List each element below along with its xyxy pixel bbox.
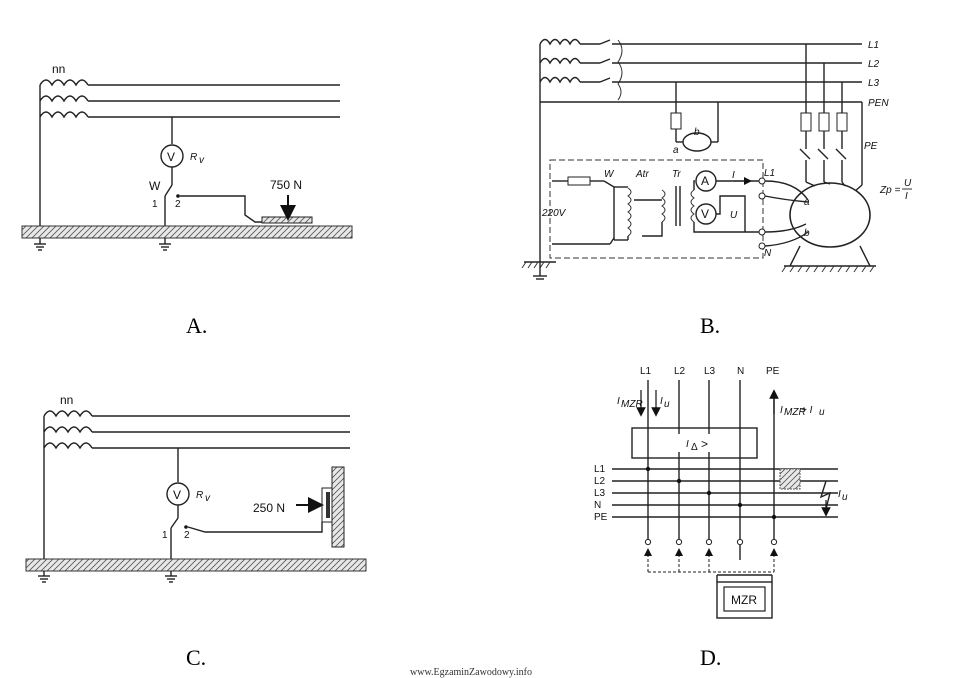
load-icon: [779, 468, 801, 490]
fault-sub: u: [842, 492, 848, 503]
force-label: 250 N: [253, 501, 285, 515]
ground-icon: [38, 571, 50, 583]
resistor-label: R: [190, 152, 197, 163]
voltmeter-symbol-b: V: [701, 207, 709, 221]
top-l2: L2: [674, 366, 686, 377]
switch-blade: [164, 184, 173, 197]
resistor-sub: v: [205, 493, 211, 504]
zp-label: Zp =: [879, 185, 900, 196]
current-i: I: [732, 170, 735, 181]
ground-icon: [165, 571, 177, 583]
line-pen: PEN: [868, 98, 889, 109]
line-l1: L1: [868, 40, 879, 51]
top-pe: PE: [766, 366, 780, 377]
floor: [21, 225, 353, 239]
top-n: N: [737, 366, 744, 377]
rcd-text: I: [686, 439, 689, 450]
transformer-coils: [39, 79, 340, 232]
panel-label-c: C.: [186, 645, 206, 670]
pos-1: 1: [162, 530, 168, 541]
pos-2: 2: [175, 199, 181, 210]
rcd-gt: >: [701, 437, 708, 451]
top-l3: L3: [704, 366, 716, 377]
panel-d: L1 L2 L3 N PE I MZR I u I MZR + I u I Δ …: [594, 366, 848, 670]
zp-num: U: [904, 178, 912, 189]
resistor-sub: v: [199, 155, 205, 166]
i-mzr: I: [617, 396, 620, 407]
i-u: I: [660, 396, 663, 407]
wall: [331, 466, 345, 548]
motor-icon: [789, 182, 871, 248]
voltage-label: 220V: [541, 208, 567, 219]
panel-label-b: B.: [700, 313, 720, 338]
fuse-icon: [836, 112, 848, 132]
pe-label: PE: [864, 141, 878, 152]
ground-icon: [34, 238, 46, 251]
pe-current-plus: + I: [801, 405, 813, 416]
pe-current-sub: MZR: [784, 407, 806, 418]
pos-2: 2: [184, 530, 190, 541]
bus-l1: L1: [594, 464, 606, 475]
volt-u: U: [730, 210, 738, 221]
panel-a: nn V R v W 1 2 750 N A: [21, 62, 353, 338]
footer-url: www.EgzaminZawodowy.info: [410, 667, 532, 678]
coil-label: nn: [60, 393, 73, 407]
i-mzr-sub: MZR: [621, 399, 643, 410]
panel-c: nn V R v 1 2 250 N C.: [25, 393, 367, 670]
panel-label-a: A.: [186, 313, 207, 338]
resistor-label: R: [196, 490, 203, 501]
voltmeter-symbol-c: V: [173, 488, 181, 502]
tr-label: Tr: [672, 169, 681, 180]
bus-l3: L3: [594, 488, 606, 499]
electrode-plate: [261, 216, 313, 224]
i-u-sub: u: [664, 399, 670, 410]
line-l2: L2: [868, 59, 880, 70]
floor: [25, 558, 367, 572]
fault-i: I: [838, 489, 841, 500]
switch-w: W: [604, 169, 615, 180]
ground-icon: [159, 238, 171, 251]
socket-b: b: [694, 127, 700, 138]
fuse-icon: [800, 112, 812, 132]
pe-current-sub2: u: [819, 407, 825, 418]
bus-n: N: [594, 500, 601, 511]
voltmeter-symbol: V: [167, 150, 175, 164]
bus-pe: PE: [594, 512, 608, 523]
top-l1: L1: [640, 366, 652, 377]
zp-den: I: [905, 191, 908, 202]
pe-current: I: [780, 405, 783, 416]
mzr-box: [723, 586, 766, 612]
pos-1: 1: [152, 199, 158, 210]
out-l1: L1: [764, 168, 775, 179]
rcd-box: [631, 427, 758, 459]
line-l3: L3: [868, 78, 880, 89]
fuse-icon: [670, 112, 682, 130]
atr-label: Atr: [635, 169, 649, 180]
measurement-box: [549, 159, 764, 259]
coil-label: nn: [52, 62, 65, 76]
bus-l2: L2: [594, 476, 606, 487]
rcd-sub: Δ: [691, 442, 698, 453]
fuse-icon: [567, 176, 591, 186]
out-n: N: [764, 248, 772, 259]
mzr-label: MZR: [731, 593, 757, 607]
ammeter-symbol: A: [701, 174, 709, 188]
switch-label: W: [149, 179, 161, 193]
force-label: 750 N: [270, 178, 302, 192]
panel-label-d: D.: [700, 645, 721, 670]
socket-a: a: [673, 145, 679, 156]
fuse-icon: [818, 112, 830, 132]
panel-b: L1 L2 L3 PEN b a PE: [521, 38, 912, 338]
